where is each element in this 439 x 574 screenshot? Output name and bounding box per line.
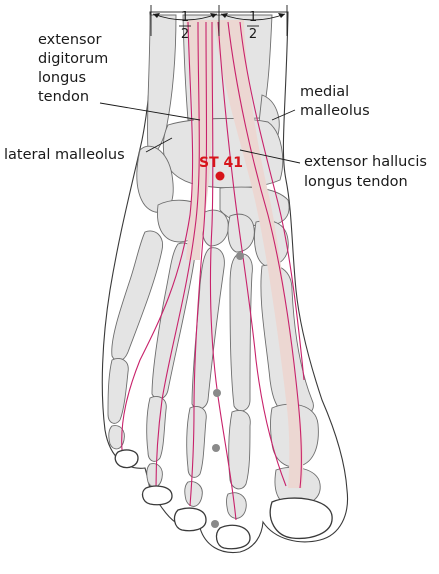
tendon-line-2 — [155, 21, 200, 489]
phalanx-4-distal — [146, 463, 163, 488]
st41-label: ST 41 — [199, 155, 243, 171]
phalanx-2-distal — [226, 492, 247, 519]
cuneiform-lateral-bone — [201, 209, 229, 247]
toenail-3 — [173, 507, 207, 532]
label-extensor-hallucis-1: extensor hallucis — [304, 154, 427, 170]
toenail-5 — [114, 449, 139, 469]
label-extensor-digitorum-2: digitorum — [38, 51, 108, 67]
tendon-line-6 — [227, 21, 302, 489]
label-medial-malleolus-2: malleolus — [300, 103, 370, 119]
leader-extensor-hallucis — [239, 149, 301, 164]
marker-dot — [212, 444, 220, 452]
toenails — [114, 449, 333, 550]
label-extensor-digitorum-1: extensor — [38, 32, 101, 48]
leader-extensor-digitorum — [99, 102, 201, 121]
fraction-right-denominator: 2 — [249, 27, 257, 42]
marker-dot — [236, 252, 244, 260]
st41-point-dot — [215, 171, 225, 181]
fraction-left-numerator: 1 — [181, 10, 189, 25]
leader-lateral-malleolus — [145, 137, 173, 153]
measurement-bar: 1 2 1 2 — [150, 5, 288, 42]
phalanx-3-distal — [184, 481, 203, 507]
label-extensor-hallucis-2: longus tendon — [304, 174, 408, 190]
phalanx-2-proximal — [228, 410, 251, 490]
tendon-line-3 — [189, 21, 208, 507]
extensor-digitorum-tendon — [186, 20, 214, 260]
phalanx-3-proximal — [186, 406, 207, 478]
toenail-4 — [141, 485, 173, 506]
toenail-1 — [269, 497, 333, 540]
tendon-line-1 — [121, 21, 194, 451]
label-extensor-digitorum-4: tendon — [38, 89, 89, 105]
metatarsal-2 — [229, 253, 253, 412]
marker-dots — [211, 252, 244, 528]
tendon-line-4 — [209, 21, 237, 521]
tendons — [121, 20, 305, 521]
fraction-right-numerator: 1 — [249, 10, 257, 25]
cuneiform-middle-bone — [227, 213, 255, 253]
extensor-hallucis-tendon — [214, 20, 304, 488]
phalanx-5-proximal — [107, 358, 129, 424]
label-medial-malleolus-1: medial — [300, 84, 349, 100]
leader-lines — [99, 102, 301, 164]
tendon-line-7 — [239, 21, 305, 381]
label-lateral-malleolus: lateral malleolus — [4, 147, 125, 163]
leader-medial-malleolus — [271, 109, 296, 121]
acupoint-st41: ST 41 — [199, 155, 243, 181]
fraction-left-denominator: 2 — [181, 27, 189, 42]
marker-dot — [213, 389, 221, 397]
toenail-2 — [215, 524, 251, 550]
label-extensor-digitorum-3: longus — [38, 70, 86, 86]
text-labels: extensor digitorum longus tendon medial … — [4, 32, 427, 190]
tendon-line-5 — [217, 21, 287, 487]
phalanx-4-proximal — [146, 396, 167, 462]
marker-dot — [211, 520, 219, 528]
